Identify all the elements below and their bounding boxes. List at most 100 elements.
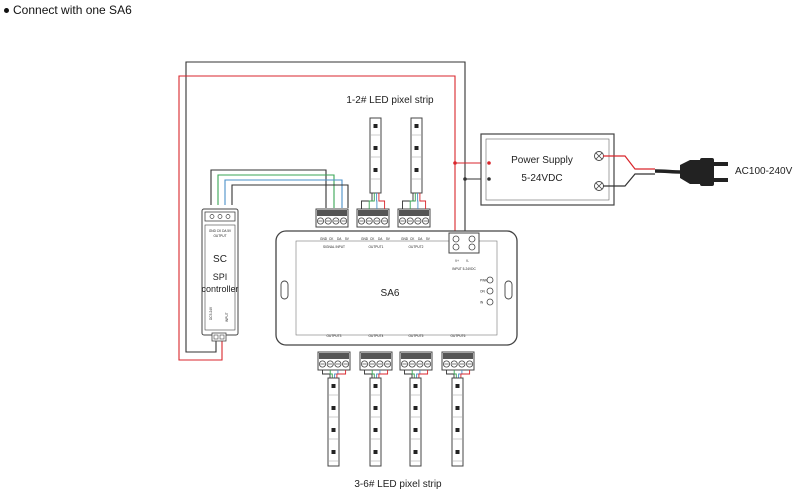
svg-text:GND CK DA 5V: GND CK DA 5V — [209, 229, 232, 233]
negative-junction-dot — [463, 177, 467, 181]
output1-wire-2 — [368, 193, 375, 209]
bottom-strip-4-pixel-1 — [455, 384, 460, 388]
out2-pin-ck: CK — [410, 237, 415, 241]
output3-wire-4 — [336, 370, 347, 378]
top-strip-1-pixel-3 — [373, 168, 378, 172]
signal-pin-5v: 5V — [345, 237, 350, 241]
controller-top-terminal — [204, 211, 236, 222]
bottom-strip-3-pixel-2 — [413, 406, 418, 410]
input-power-label: INPUT 5-24VDC — [452, 267, 476, 271]
power-supply-voltage: 5-24VDC — [521, 173, 562, 184]
positive-loop-wire — [178, 75, 456, 361]
bottom-strip-2-pixel-4 — [373, 450, 378, 454]
signal-wire-gnd — [210, 169, 327, 208]
power-input-screw-1 — [452, 235, 460, 243]
status-led-in — [486, 298, 494, 306]
output6-wire-3 — [458, 370, 463, 378]
top-strip-2-pixel-1 — [414, 124, 419, 128]
output3-label: OUTPUT3 — [327, 334, 342, 338]
controller-kind: controller — [201, 284, 238, 294]
output5-wire-2 — [411, 370, 415, 378]
svg-text:OUTPUT: OUTPUT — [213, 234, 226, 238]
output1-terminal-block-top — [358, 210, 388, 216]
sc-spi-controller: GND CK DA 5V OUTPUT SC SPI controller DC… — [201, 208, 239, 342]
power-input-terminal — [448, 232, 480, 254]
signal-input-label: SIGNAL INPUT — [323, 245, 345, 249]
mains-voltage-label: AC100-240V — [735, 166, 793, 177]
controller-type: SPI — [213, 272, 228, 282]
top-strip-1-pixel-2 — [373, 146, 378, 150]
output4-terminal-block-top — [361, 353, 391, 359]
bottom-strip-4-pixel-3 — [455, 428, 460, 432]
generated-terminals-and-strips — [315, 117, 480, 467]
output2-terminal-block-top — [399, 210, 429, 216]
out1-pin-gnd: GND — [361, 237, 369, 241]
output5-wire-4 — [418, 370, 429, 378]
out2-pin-gnd: GND — [401, 237, 409, 241]
output5-terminal-block-top — [401, 353, 431, 359]
status-led-on — [486, 287, 494, 295]
output5-wire-1 — [404, 370, 413, 378]
controller-panel — [204, 224, 236, 331]
mains-cable — [603, 155, 681, 187]
signal-wire-ck — [217, 174, 335, 208]
signal-pin-gnd: GND — [320, 237, 328, 241]
output4-wire-4 — [378, 370, 389, 378]
output3-wire-3 — [334, 370, 339, 378]
svg-text:INPUT: INPUT — [225, 312, 229, 322]
bullet-icon — [4, 8, 9, 14]
power-supply: Power Supply 5-24VDC — [480, 133, 615, 206]
bottom-strip-2 — [369, 377, 382, 467]
bottom-strip-2-pixel-1 — [373, 384, 378, 388]
out1-pin-da: DA — [378, 237, 383, 241]
controller-name: SC — [213, 254, 227, 265]
status-led-on-label: ON — [480, 290, 485, 294]
bottom-strip-4-pixel-2 — [455, 406, 460, 410]
signal-wires — [210, 169, 349, 208]
positive-junction-dot — [453, 161, 457, 165]
plug-icon — [680, 158, 728, 186]
power-supply-label: Power Supply — [511, 155, 573, 166]
output3-wire-1 — [322, 370, 331, 378]
output2-label: OUTPUT2 — [409, 245, 424, 249]
output1-wire-1 — [361, 193, 373, 209]
output6-terminal-block-top — [443, 353, 473, 359]
svg-text:DC5-24V: DC5-24V — [209, 306, 213, 320]
controller-power-loop-wires — [178, 61, 489, 361]
output4-wire-3 — [376, 370, 381, 378]
output6-label: OUTPUT6 — [451, 334, 466, 338]
power-input-screw-4 — [468, 243, 476, 251]
out2-pin-5v: 5V — [426, 237, 431, 241]
output4-wire-1 — [364, 370, 373, 378]
bottom-strips-label: 3-6# LED pixel strip — [354, 479, 442, 490]
output3-wire-2 — [329, 370, 333, 378]
output5-wire-3 — [416, 370, 421, 378]
bottom-strip-1-pixel-3 — [331, 428, 336, 432]
sa6-device: SA6 PWR ON IN — [275, 230, 518, 346]
bottom-strip-1-pixel-4 — [331, 450, 336, 454]
top-pin-labels: GND CK DA 5V SIGNAL INPUT GND CK DA 5V O… — [320, 237, 476, 271]
bottom-strip-1 — [327, 377, 340, 467]
power-input-screw-2 — [452, 243, 460, 251]
negative-loop-wire — [185, 61, 466, 353]
out1-pin-5v: 5V — [386, 237, 391, 241]
power-supply-inner — [485, 138, 610, 201]
bottom-strip-3-pixel-4 — [413, 450, 418, 454]
status-led-pwr — [486, 276, 494, 284]
signal-input-terminal-block-top — [317, 210, 347, 216]
output1-wire-4 — [378, 193, 386, 209]
sa6-label: SA6 — [381, 288, 400, 299]
controller-power-terminal — [211, 332, 227, 342]
power-pin-vplus: V+ — [455, 259, 459, 263]
power-pin-vminus: V- — [466, 259, 469, 263]
output3-terminal-block-top — [319, 353, 349, 359]
bottom-strip-1-pixel-1 — [331, 384, 336, 388]
title-text: Connect with one SA6 — [13, 3, 132, 17]
mount-slot-right — [504, 280, 513, 300]
signal-wire-5v — [231, 184, 349, 208]
out1-pin-ck: CK — [370, 237, 375, 241]
top-strip-1-pixel-1 — [373, 124, 378, 128]
output1-label: OUTPUT1 — [369, 245, 384, 249]
top-strip-2-pixel-2 — [414, 146, 419, 150]
